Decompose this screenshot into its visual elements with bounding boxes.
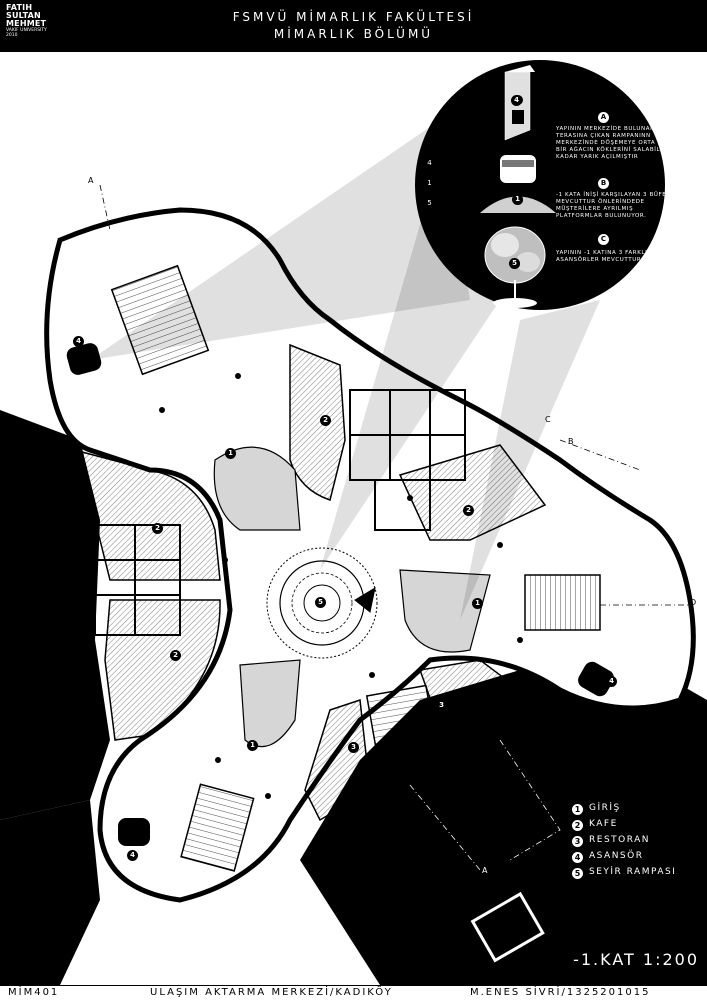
department-title: MİMARLIK BÖLÜMÜ (273, 27, 434, 41)
room-tag-3b: 3 (436, 700, 447, 711)
key-elevator-num: 4 (425, 158, 435, 168)
section-lines (30, 184, 690, 741)
key-kiosk: 1 BÜFE (425, 178, 462, 188)
callout-marker-b: B (598, 178, 609, 189)
room-tag-1c: 1 (247, 740, 258, 751)
columns (159, 373, 523, 799)
university-logo: FATIH SULTAN MEHMET VAKIF UNIVERSITY 201… (6, 4, 50, 50)
logo-line-2: SULTAN (6, 11, 41, 20)
legend-label: KAFE (589, 819, 618, 829)
room-tag-2b: 2 (170, 650, 181, 661)
key-tree-num: 5 (425, 198, 435, 208)
room-tag-4c: 4 (127, 850, 138, 861)
room-tag-1a: 1 (225, 448, 236, 459)
logo-line-1: FATIH (6, 3, 33, 12)
service-rooms (94, 389, 466, 636)
project-title: ULAŞIM AKTARMA MERKEZİ/KADIKÖY (150, 987, 393, 998)
viewing-ramp (266, 547, 378, 659)
section-marker-d-right: D (690, 598, 697, 607)
callout-note-c: YAPININ -1 KATINA 3 FARKLI GİRİŞTE ASANS… (556, 250, 676, 263)
room-tag-2c: 2 (320, 415, 331, 426)
section-lines-dark (409, 739, 561, 963)
author-info: M.ENES SİVRİ/1325201015 (470, 987, 651, 998)
callout-num-elevator: 4 (511, 95, 522, 106)
header-bar: FATIH SULTAN MEHMET VAKIF UNIVERSITY 201… (0, 0, 707, 52)
callout-num-tree: 5 (509, 258, 520, 269)
kiosk-pods (213, 446, 491, 748)
key-tree-label: AĞAÇ (440, 199, 464, 207)
legend-label: GİRİŞ (589, 803, 621, 813)
legend-num: 1 (572, 804, 583, 815)
section-marker-d-left: D (30, 580, 37, 589)
room-tag-2d: 2 (463, 505, 474, 516)
room-tag-1b: 1 (472, 598, 483, 609)
legend-label: ASANSÖR (589, 851, 644, 861)
elevator-pods (66, 343, 614, 846)
callout-marker-c: C (598, 234, 609, 245)
floor-scale-label: -1.KAT 1:200 (573, 950, 699, 969)
room-tag-2a: 2 (152, 523, 163, 534)
key-kiosk-num: 1 (425, 178, 435, 188)
cafe-areas (81, 343, 547, 822)
legend-num: 3 (572, 836, 583, 847)
room-tag-4b: 4 (606, 676, 617, 687)
faculty-title: FSMVÜ MİMARLIK FAKÜLTESİ (232, 10, 475, 24)
key-elevator-label: ASANSÖR (440, 159, 482, 167)
key-tree: 5 AĞAÇ (425, 198, 464, 208)
section-marker-c-right: C (545, 415, 551, 424)
room-tag-4a: 4 (73, 336, 84, 347)
tree-illustration (484, 226, 546, 308)
legend-num: 5 (572, 868, 583, 879)
stairs (110, 264, 601, 872)
logo-year: 2010 (6, 33, 18, 38)
callout-num-kiosk: 1 (512, 194, 523, 205)
legend-num: 2 (572, 820, 583, 831)
room-tag-3a: 3 (348, 742, 359, 753)
callout-note-a: YAPININ MERKEZİDE BULUNAN SEYİR TERASINA… (556, 126, 680, 160)
section-marker-a-bottom: A (482, 866, 488, 875)
section-marker-c-left: C (47, 713, 53, 722)
callout-marker-a: A (598, 112, 609, 123)
building-outline (44, 207, 696, 903)
legend-num: 4 (572, 852, 583, 863)
section-marker-a-top: A (88, 176, 94, 185)
callout-rays (90, 120, 600, 620)
footer-bar: MİM401 ULAŞIM AKTARMA MERKEZİ/KADIKÖY M.… (0, 985, 707, 1000)
section-marker-b-right: B (568, 437, 574, 446)
logo-subtitle: VAKIF UNIVERSITY (6, 28, 47, 33)
key-elevator: 4 ASANSÖR (425, 158, 481, 168)
section-marker-b-left: B (62, 735, 68, 744)
room-tag-5: 5 (315, 597, 326, 608)
legend-label: RESTORAN (589, 835, 651, 845)
legend-label: SEYİR RAMPASI (589, 867, 677, 877)
course-code: MİM401 (8, 987, 60, 998)
callout-note-b: -1 KATA İNİŞİ KARŞILAYAN 3 BÜFE MEVCUTTU… (556, 192, 667, 219)
logo-line-3: MEHMET (6, 19, 47, 28)
key-kiosk-label: BÜFE (440, 179, 463, 187)
